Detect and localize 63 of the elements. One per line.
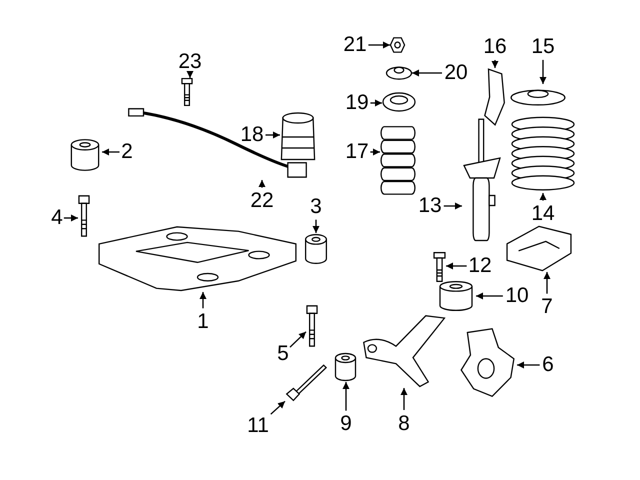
leader-line (476, 292, 503, 300)
bushing-drawing (333, 352, 358, 382)
callout-number: 3 (310, 196, 322, 218)
leader-line (266, 132, 280, 138)
callout-number: 15 (531, 36, 555, 58)
leader-line (492, 60, 498, 68)
callout-number: 23 (178, 51, 202, 73)
callout-number: 20 (444, 62, 468, 84)
leader-line (540, 193, 546, 201)
callout-number: 2 (121, 141, 133, 163)
bump-stop-drawing (280, 112, 316, 162)
leader-line (370, 100, 382, 106)
leader-line (444, 202, 462, 210)
callout-number: 19 (345, 92, 369, 114)
callout-number: 13 (418, 195, 442, 217)
leader-line (200, 292, 206, 308)
bolt-drawing (78, 195, 90, 237)
leader-line (186, 71, 194, 78)
callout-number: 8 (398, 413, 410, 435)
bump-stop-drawing (380, 126, 416, 196)
control-arm-drawing (362, 312, 447, 388)
leader-line (400, 388, 408, 410)
bracket-drawing (505, 225, 573, 272)
bolt-drawing (181, 78, 193, 106)
nut-drawing (390, 37, 405, 53)
callout-number: 5 (277, 343, 289, 365)
callout-number: 22 (250, 190, 274, 212)
bracket-drawing (483, 68, 505, 126)
spring-seat-drawing (382, 92, 416, 112)
leader-line (270, 400, 286, 415)
callout-number: 21 (343, 34, 367, 56)
leader-line (258, 180, 266, 188)
bolt-drawing (306, 305, 318, 347)
bushing-drawing (68, 138, 102, 172)
callout-number: 16 (483, 36, 507, 58)
callout-number: 17 (345, 141, 369, 163)
leader-line (342, 382, 350, 411)
callout-number: 4 (51, 207, 63, 229)
callout-number: 9 (340, 413, 352, 435)
bushing-drawing (303, 233, 329, 265)
callout-number: 11 (247, 415, 269, 437)
leader-line (290, 331, 306, 348)
callout-number: 6 (542, 354, 554, 376)
leader-line (312, 220, 320, 233)
callout-number: 1 (197, 311, 209, 333)
leader-line (540, 60, 546, 84)
leader-line (446, 262, 467, 270)
callout-number: 7 (541, 296, 553, 318)
coil-spring-drawing (510, 115, 576, 193)
leader-line (544, 272, 550, 294)
strut-drawing (462, 118, 502, 243)
bolt-drawing (285, 362, 327, 402)
callout-number: 14 (531, 203, 555, 225)
leader-line (370, 148, 380, 156)
leader-line (102, 148, 120, 156)
bolt-drawing (433, 252, 446, 282)
leader-line (64, 214, 78, 222)
callout-number: 12 (468, 255, 492, 277)
leader-line (517, 362, 540, 368)
callout-number: 18 (240, 124, 264, 146)
callout-number: 10 (505, 285, 529, 307)
leader-line (368, 42, 390, 48)
leader-line (412, 70, 442, 76)
